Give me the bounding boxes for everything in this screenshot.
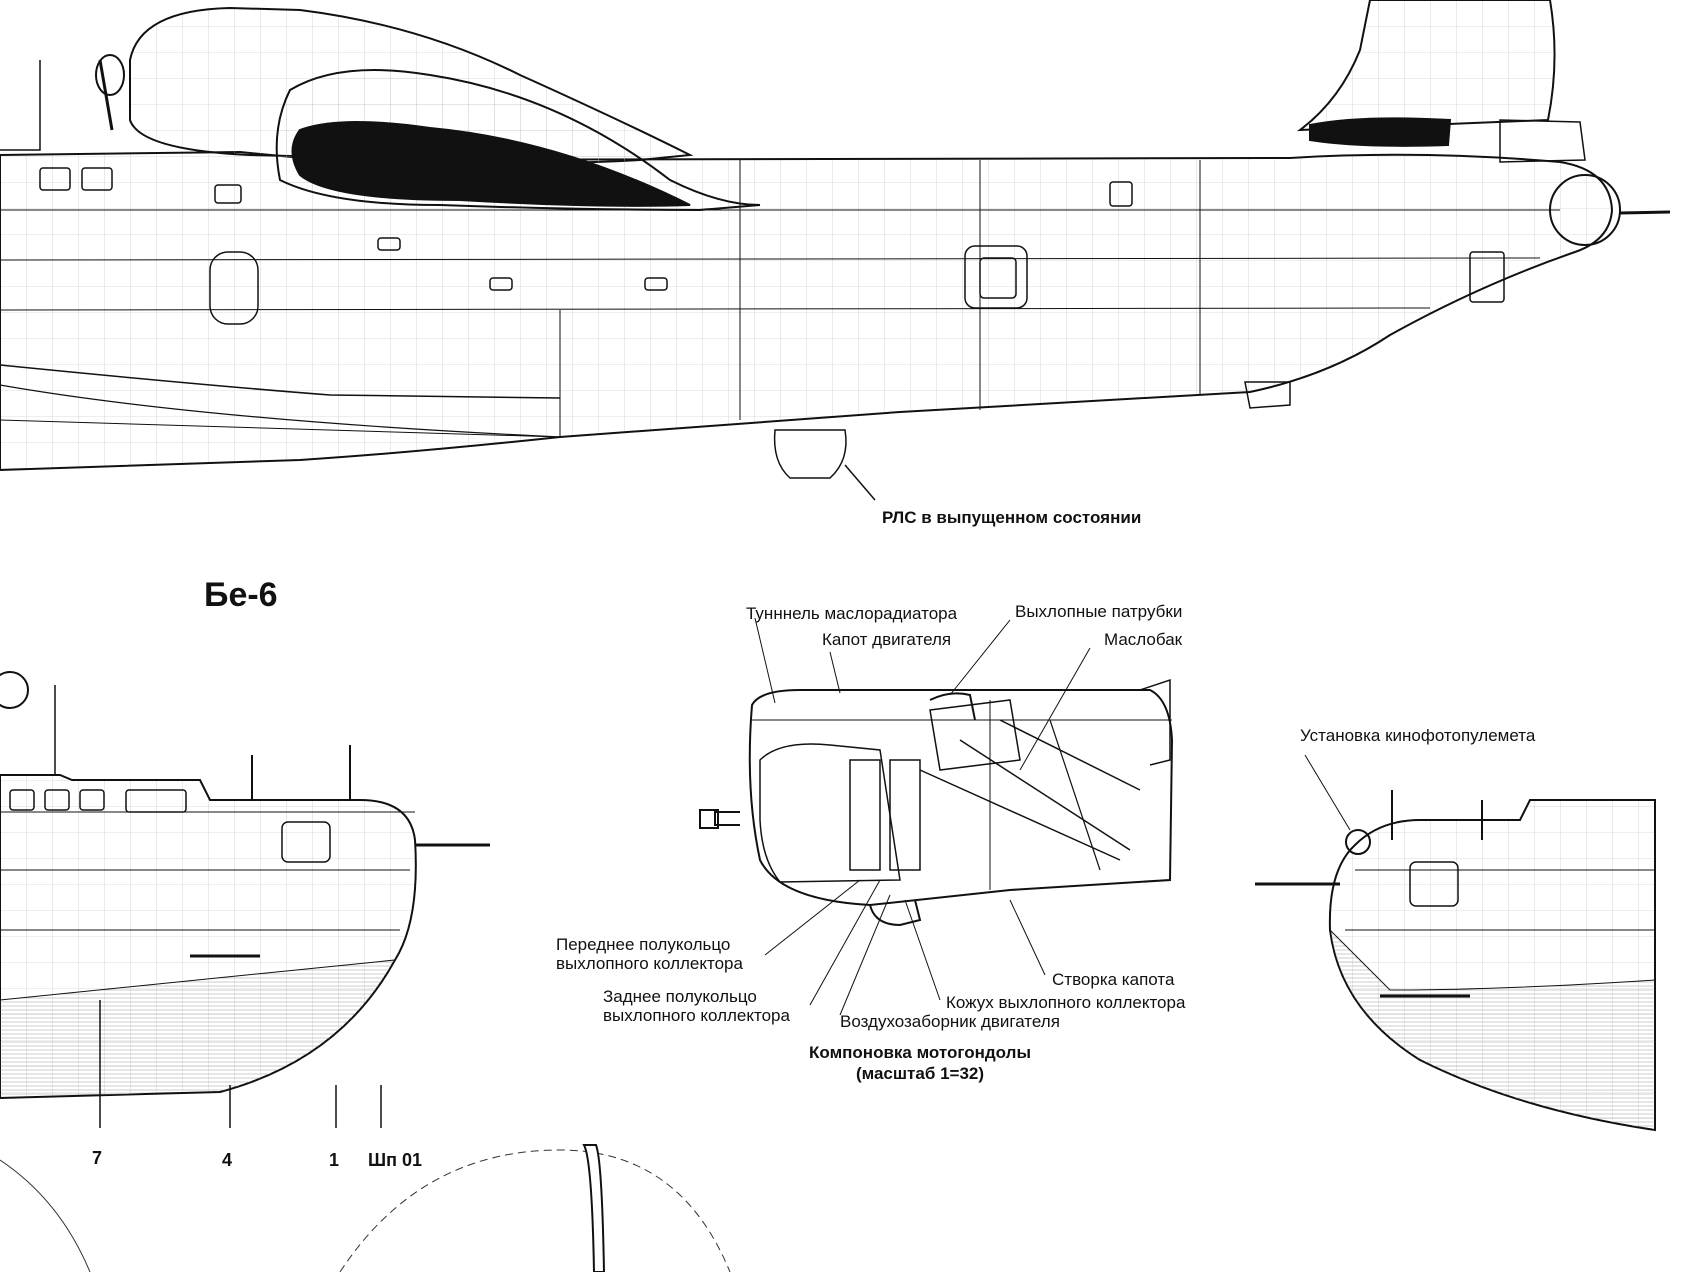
label-cowl-flap: Створка капота (1052, 970, 1175, 989)
label-air-intake: Воздухозаборник двигателя (840, 1012, 1060, 1031)
hull-details-top (39, 167, 1505, 501)
label-exhaust-stacks: Выхлопные патрубки (1015, 602, 1183, 621)
radar-label: РЛС в выпущенном состоянии (882, 508, 1142, 527)
tail-fin (1296, 0, 1671, 246)
label-rear-collector-2: выхлопного коллектора (603, 1006, 790, 1025)
frame-label-7: 7 (92, 1148, 103, 1168)
label-engine-cowl: Капот двигателя (822, 630, 952, 649)
nacelle-caption-line1: Компоновка мотогондолы (809, 1043, 1031, 1062)
arcs-bottom (0, 1144, 731, 1272)
nacelle-caption: Компоновка мотогондолы (масштаб 1=32) (760, 1042, 1080, 1084)
hull-bow-left (0, 671, 490, 1100)
frame-label-1: 1 (329, 1150, 340, 1170)
engine-nacelle-top (0, 6, 761, 212)
page-title: Бе-6 (204, 576, 278, 614)
hull-side-view (0, 150, 1614, 472)
nacelle-leaders (754, 617, 1091, 1016)
frame-ticks (99, 1000, 382, 1128)
frame-label-sp01: Шп 01 (368, 1150, 422, 1170)
frame-label-4: 4 (222, 1150, 233, 1170)
label-camera-gun: Установка кинофотопулемета (1300, 726, 1536, 745)
label-oil-tank: Маслобак (1104, 630, 1183, 649)
label-oil-cooler-tunnel: Тунннель маслорадиатора (746, 604, 958, 623)
nacelle-caption-line2: (масштаб 1=32) (855, 1064, 985, 1083)
label-rear-collector-1: Заднее полукольцо (603, 987, 757, 1006)
label-collector-shroud: Кожух выхлопного коллектора (946, 993, 1186, 1012)
label-front-collector-2: выхлопного коллектора (556, 954, 743, 973)
nacelle-cutaway (699, 678, 1174, 927)
label-front-collector-1: Переднее полукольцо (556, 935, 731, 954)
hull-bow-right (1255, 754, 1656, 1132)
